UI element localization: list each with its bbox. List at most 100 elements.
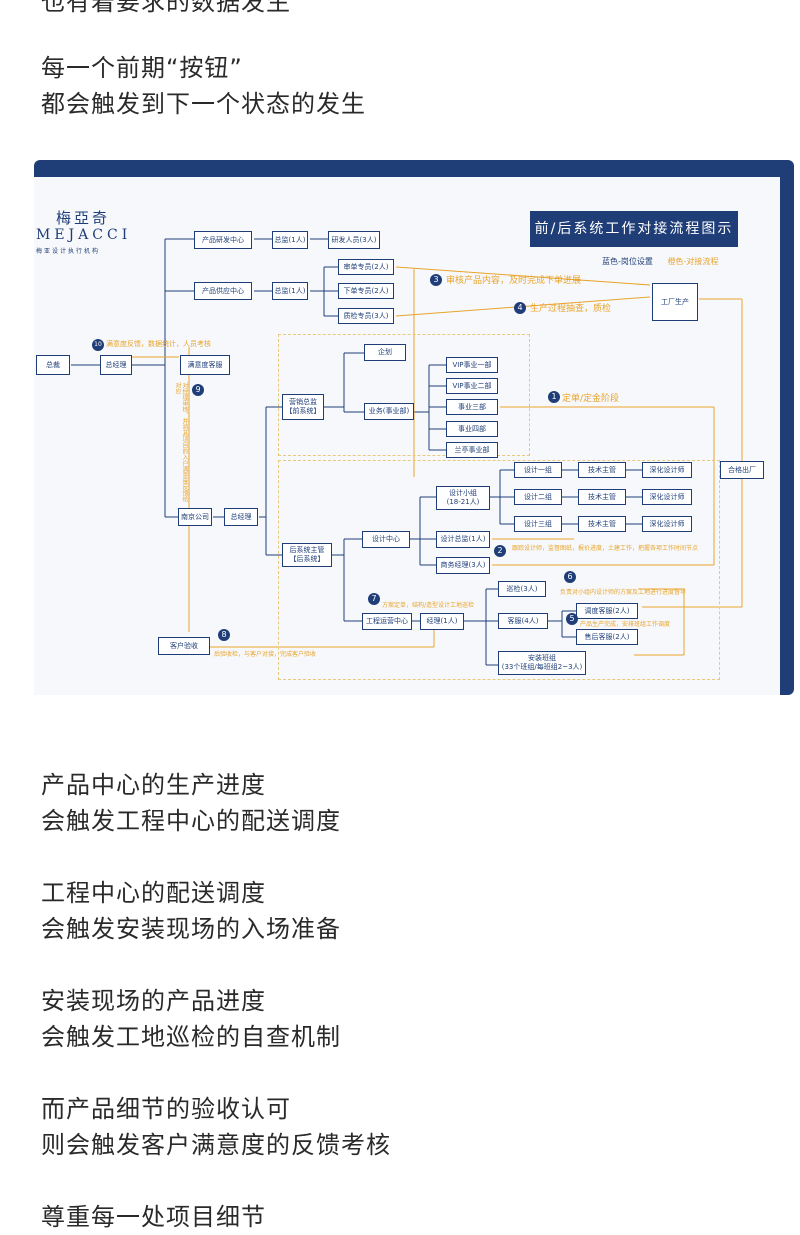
badge-4: 4 bbox=[514, 302, 526, 314]
node-manyidu: 满意度客服 bbox=[180, 355, 230, 375]
node-xunjian: 巡检(3人) bbox=[498, 581, 546, 597]
node-yanfa-staff: 研发人员(3人) bbox=[328, 231, 380, 249]
node-vip2: VIP事业二部 bbox=[446, 378, 498, 394]
node-shiye4: 事业四部 bbox=[446, 421, 498, 437]
node-sh3: 深化设计师 bbox=[642, 516, 692, 532]
note-5: 产品生产完成，安排班组工作调度 bbox=[580, 621, 671, 628]
badge-7: 7 bbox=[368, 593, 380, 605]
badge-8: 8 bbox=[218, 629, 230, 641]
note-3: 审核产品内容，及时完成下单进展 bbox=[446, 276, 582, 286]
badge-1: 1 bbox=[548, 391, 560, 403]
node-sh2: 深化设计师 bbox=[642, 489, 692, 505]
node-anzhuang-label: 安装班组 (33个班组/每班组2~3人) bbox=[501, 654, 583, 671]
note-6: 负责对小组内设计师的方案及工地进行进度督导 bbox=[560, 589, 687, 596]
paragraph-2: 产品中心的生产进度 会触发工程中心的配送调度 bbox=[41, 767, 341, 839]
node-houxitong-label: 后系统主管 【后系统】 bbox=[289, 546, 325, 563]
paragraph-line: 工程中心的配送调度 bbox=[41, 879, 266, 907]
legend-orange: 橙色-对接流程 bbox=[667, 257, 719, 266]
logo-subtitle: 梅亚设计执行机构 bbox=[36, 248, 101, 255]
note-2: 跟踪设计师，监督图纸，报价进度，土建工作，把握各项工作时间节点 bbox=[512, 545, 699, 552]
note-1: 定单/定金阶段 bbox=[562, 394, 620, 404]
node-houxitong: 后系统主管 【后系统】 bbox=[282, 543, 332, 567]
node-anzhuang: 安装班组 (33个班组/每班组2~3人) bbox=[498, 651, 586, 675]
flowchart-canvas: 梅亞奇 MEJACCI 梅亚设计执行机构 前/后系统工作对接流程图示 蓝色-岗位… bbox=[34, 177, 780, 695]
node-hetong: 合格出厂 bbox=[720, 461, 764, 479]
badge-10: 10 bbox=[92, 339, 104, 351]
node-zongjingli: 总经理 bbox=[100, 355, 132, 375]
node-sj1: 设计一组 bbox=[514, 462, 562, 478]
paragraph-1: 每一个前期“按钮” 都会触发到下一个状态的发生 bbox=[41, 50, 366, 122]
badge-5: 5 bbox=[566, 613, 578, 625]
node-shiye3: 事业三部 bbox=[446, 399, 498, 415]
node-js3: 技术主管 bbox=[578, 516, 626, 532]
paragraph-line: 而产品细节的验收认可 bbox=[41, 1095, 291, 1123]
node-tiaodu: 调度客服(2人) bbox=[576, 603, 638, 619]
paragraph-line: 也有着要求的数据发生 bbox=[41, 0, 291, 16]
node-gongcheng: 工程运营中心 bbox=[362, 613, 412, 630]
legend-blue: 蓝色-岗位设置 bbox=[602, 257, 653, 266]
node-kehu: 客户验收 bbox=[158, 637, 210, 655]
node-zongjian1: 总监(1人) bbox=[272, 231, 308, 249]
node-zongjingli2: 总经理 bbox=[224, 508, 258, 526]
node-shenhe: 审单专员(2人) bbox=[338, 259, 394, 275]
node-sj2: 设计二组 bbox=[514, 489, 562, 505]
back-system-region bbox=[278, 460, 720, 680]
node-yingxiao-label: 营销总监 【前系统】 bbox=[285, 398, 321, 415]
node-jingli: 经理(1人) bbox=[420, 613, 464, 630]
node-yingxiao: 营销总监 【前系统】 bbox=[282, 394, 324, 420]
node-kefu: 客服(4人) bbox=[498, 613, 548, 629]
flowchart-legend: 蓝色-岗位设置 橙色-对接流程 bbox=[602, 256, 718, 267]
node-sheji-group-label: 设计小组 (18-21人) bbox=[446, 489, 480, 506]
paragraph-line: 尊重每一处项目细节 bbox=[41, 1203, 266, 1231]
node-lanting: 兰亭事业部 bbox=[446, 442, 498, 458]
paragraph-line: 产品中心的生产进度 bbox=[41, 771, 266, 799]
paragraph-line: 每一个前期“按钮” bbox=[41, 54, 243, 82]
node-js1: 技术主管 bbox=[578, 462, 626, 478]
paragraph-3: 工程中心的配送调度 会触发安装现场的入场准备 bbox=[41, 875, 341, 947]
paragraph-line: 会触发安装现场的入场准备 bbox=[41, 915, 341, 943]
node-qihua: 企划 bbox=[364, 344, 406, 361]
note-8: 后验收检，与客户对接，完成客户验收 bbox=[214, 651, 317, 658]
paragraph-4: 安装现场的产品进度 会触发工地巡检的自查机制 bbox=[41, 983, 341, 1055]
logo-english: MEJACCI bbox=[36, 227, 132, 243]
node-shangwu: 商务经理(3人) bbox=[436, 557, 490, 574]
node-nanjing: 南京公司 bbox=[178, 508, 212, 526]
node-sheji-center: 设计中心 bbox=[362, 531, 410, 548]
paragraph-line: 则会触发客户满意度的反馈考核 bbox=[41, 1131, 391, 1159]
node-sheji-zongjian: 设计总监(1人) bbox=[436, 531, 490, 548]
logo-chinese: 梅亞奇 bbox=[56, 209, 111, 227]
node-gongchang: 工厂生产 bbox=[652, 283, 698, 321]
node-zhijian: 质检专员(3人) bbox=[338, 308, 394, 324]
node-cp-gongying: 产品供应中心 bbox=[194, 282, 252, 300]
front-system-region bbox=[278, 334, 530, 456]
node-yewu: 业务(事业部) bbox=[364, 403, 414, 420]
node-sh1: 深化设计师 bbox=[642, 462, 692, 478]
badge-3: 3 bbox=[430, 274, 442, 286]
node-xiadan: 下单专员(2人) bbox=[338, 283, 394, 299]
paragraph-line: 会触发工程中心的配送调度 bbox=[41, 807, 341, 835]
node-sj3: 设计三组 bbox=[514, 516, 562, 532]
paragraph-line: 安装现场的产品进度 bbox=[41, 987, 266, 1015]
badge-9: 9 bbox=[192, 384, 204, 396]
note-9: 对经理审核，并将其项目的入户满意度反馈给对应 bbox=[174, 382, 188, 502]
paragraph-0: 也有着要求的数据发生 bbox=[41, 0, 291, 20]
node-zongjian2: 总监(1人) bbox=[272, 282, 308, 300]
paragraph-line: 都会触发到下一个状态的发生 bbox=[41, 90, 366, 118]
note-10: 满意度反馈，数据统计，人员考核 bbox=[106, 340, 211, 348]
flowchart-figure: 梅亞奇 MEJACCI 梅亚设计执行机构 前/后系统工作对接流程图示 蓝色-岗位… bbox=[34, 160, 794, 695]
flowchart-lines bbox=[71, 238, 743, 666]
node-cp-yanfa: 产品研发中心 bbox=[194, 231, 252, 249]
node-shouhou: 售后客服(2人) bbox=[576, 629, 638, 645]
paragraph-5: 而产品细节的验收认可 则会触发客户满意度的反馈考核 bbox=[41, 1091, 391, 1163]
note-7: 方案定单，结构/造型设计工地巡检 bbox=[382, 602, 475, 609]
paragraph-6: 尊重每一处项目细节 bbox=[41, 1199, 266, 1235]
flowchart-title: 前/后系统工作对接流程图示 bbox=[530, 211, 738, 247]
node-zongcai: 总裁 bbox=[36, 355, 70, 375]
paragraph-line: 会触发工地巡检的自查机制 bbox=[41, 1023, 341, 1051]
badge-6: 6 bbox=[564, 571, 576, 583]
node-sheji-group: 设计小组 (18-21人) bbox=[436, 486, 490, 510]
badge-2: 2 bbox=[494, 545, 506, 557]
node-js2: 技术主管 bbox=[578, 489, 626, 505]
node-vip1: VIP事业一部 bbox=[446, 357, 498, 373]
note-4: 生产过程抽查，质检 bbox=[530, 304, 612, 314]
